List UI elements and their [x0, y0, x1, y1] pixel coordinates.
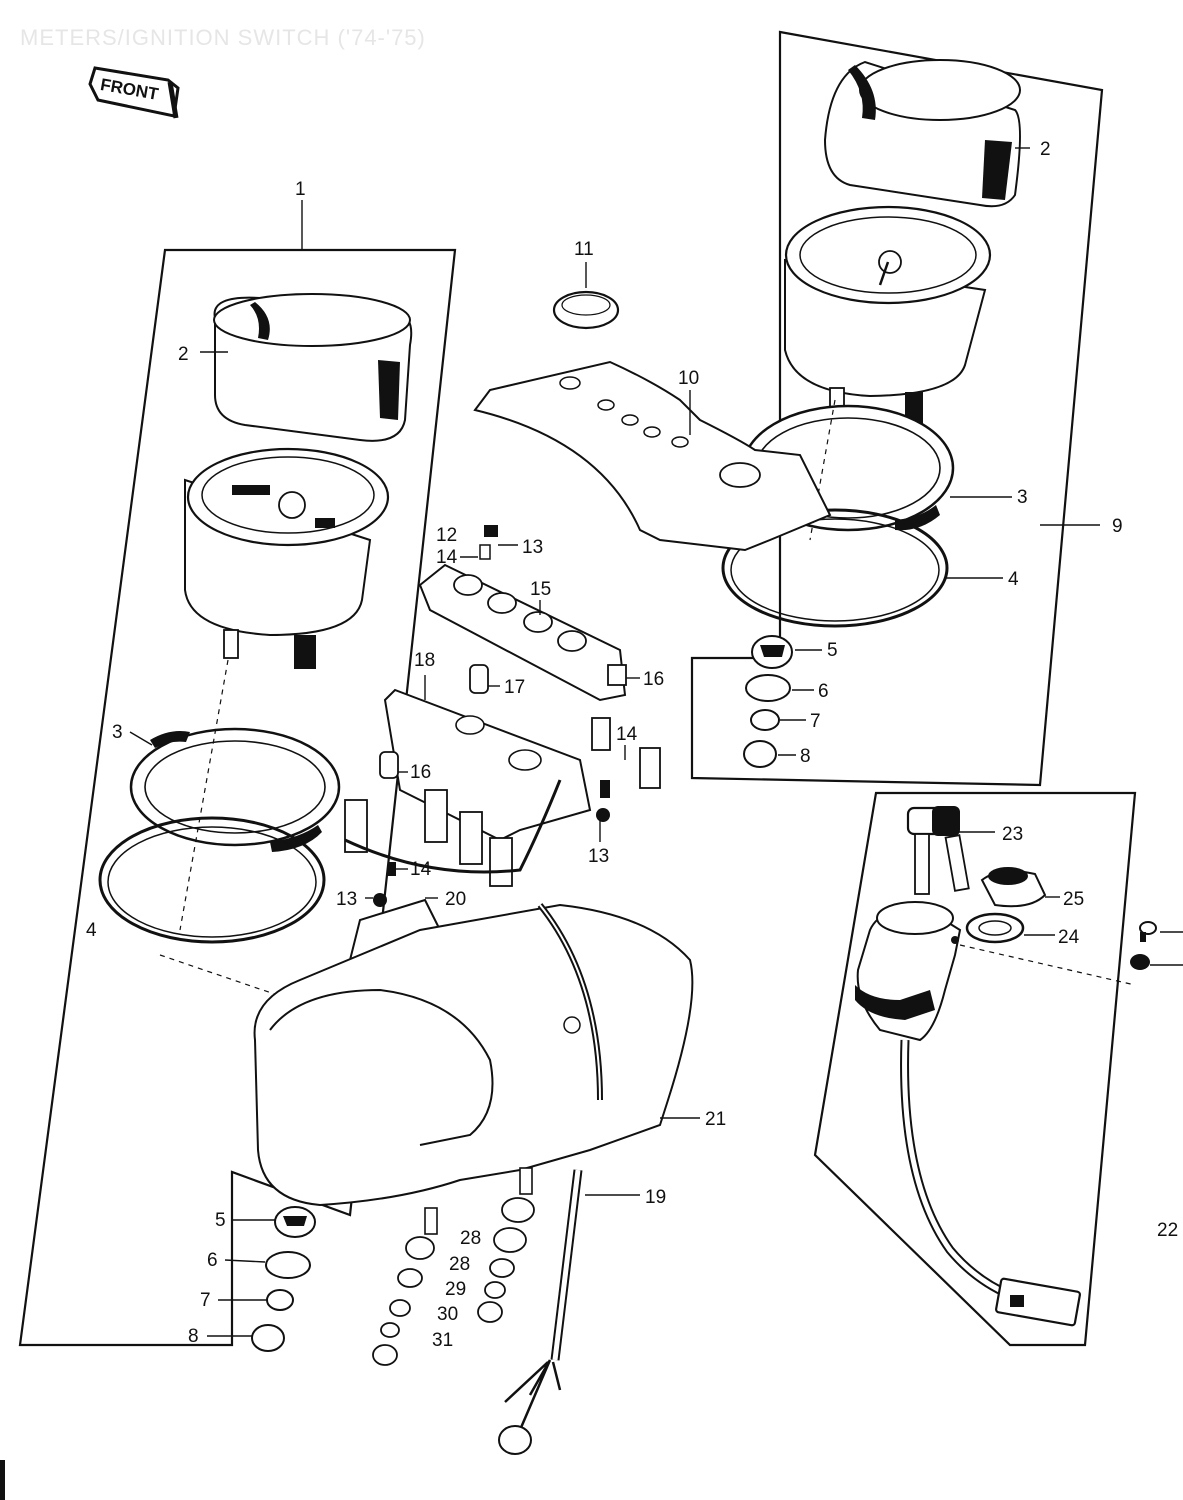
left-fasteners	[251, 1206, 316, 1352]
ignition-cable	[900, 1039, 1081, 1327]
callout-16-upper: 16	[643, 669, 664, 690]
callout-11: 11	[574, 239, 594, 260]
left-meter-cover	[213, 293, 413, 442]
bulb-sockets-upper	[469, 664, 627, 694]
left-meter-body	[184, 447, 390, 669]
callout-15: 15	[530, 579, 551, 600]
page-edge-mark	[0, 1460, 5, 1500]
callout-13-top: 13	[522, 537, 543, 558]
callout-17: 17	[504, 677, 525, 698]
ignition-keys	[906, 806, 970, 895]
callout-28-lower: 28	[449, 1254, 470, 1275]
callout-20: 20	[445, 889, 466, 910]
callout-14-right: 14	[616, 724, 638, 745]
callout-7-right: 7	[810, 711, 821, 732]
ignition-washer	[965, 912, 1025, 944]
dash-line-right	[809, 399, 836, 541]
callout-24: 24	[1058, 927, 1080, 948]
callout-13-right: 13	[588, 846, 609, 867]
ignition-panel-outline	[813, 791, 1137, 1347]
callout-4-right: 4	[1008, 569, 1019, 590]
callout-21: 21	[705, 1109, 726, 1130]
callout-19: 19	[645, 1187, 666, 1208]
callout-6-left: 6	[207, 1250, 218, 1271]
callout-12: 12	[436, 525, 457, 546]
callout-30: 30	[437, 1304, 458, 1325]
callout-8-right: 8	[800, 746, 811, 767]
callout-1: 1	[295, 179, 306, 200]
callout-5-left: 5	[215, 1210, 226, 1231]
meter-base-housing	[253, 903, 694, 1207]
callout-9: 9	[1112, 516, 1123, 537]
callout-16-lower: 16	[410, 762, 431, 783]
callout-2-left: 2	[178, 344, 189, 365]
callout-10: 10	[678, 368, 699, 389]
left-panel-outline	[18, 248, 457, 1347]
stud-nut-stack	[372, 1167, 535, 1366]
callout-7-left: 7	[200, 1290, 211, 1311]
callout-3-left: 3	[112, 722, 123, 743]
right-fasteners	[743, 635, 793, 768]
callout-29: 29	[445, 1279, 466, 1300]
callout-14-bottom: 14	[410, 859, 432, 880]
cap-plug	[552, 290, 620, 330]
callout-31: 31	[432, 1330, 453, 1351]
leader-3-left	[129, 731, 153, 746]
callout-28-upper: 28	[460, 1228, 481, 1249]
callout-25: 25	[1063, 889, 1084, 910]
right-gasket	[721, 508, 949, 628]
meter-cable	[498, 1169, 583, 1455]
dash-line-ignition	[959, 944, 1136, 986]
leader-6-left	[224, 1259, 266, 1263]
socket-harness	[344, 779, 562, 907]
right-meter-cover	[823, 59, 1021, 208]
diagram-title: METERS/IGNITION SWITCH ('74-'75)	[20, 25, 426, 50]
callout-13-bottom: 13	[336, 889, 357, 910]
left-gasket	[98, 816, 326, 944]
ignition-nut	[980, 867, 1047, 908]
indicator-lamp-housing	[418, 525, 627, 702]
ignition-screws	[1130, 921, 1157, 970]
ignition-switch-body	[855, 901, 962, 1042]
front-arrow-icon: FRONT	[88, 66, 180, 119]
callout-4-left: 4	[86, 920, 97, 941]
callout-8-left: 8	[188, 1326, 199, 1347]
callout-2-right: 2	[1040, 139, 1051, 160]
callout-5-right: 5	[827, 640, 838, 661]
callout-3-right: 3	[1017, 487, 1028, 508]
callout-18: 18	[414, 650, 435, 671]
meter-bracket-plate	[473, 360, 832, 552]
callout-23: 23	[1002, 824, 1023, 845]
callout-14-top: 14	[436, 547, 458, 568]
right-meter-body	[784, 205, 992, 426]
callout-22: 22	[1157, 1220, 1178, 1241]
callout-6-right: 6	[818, 681, 829, 702]
